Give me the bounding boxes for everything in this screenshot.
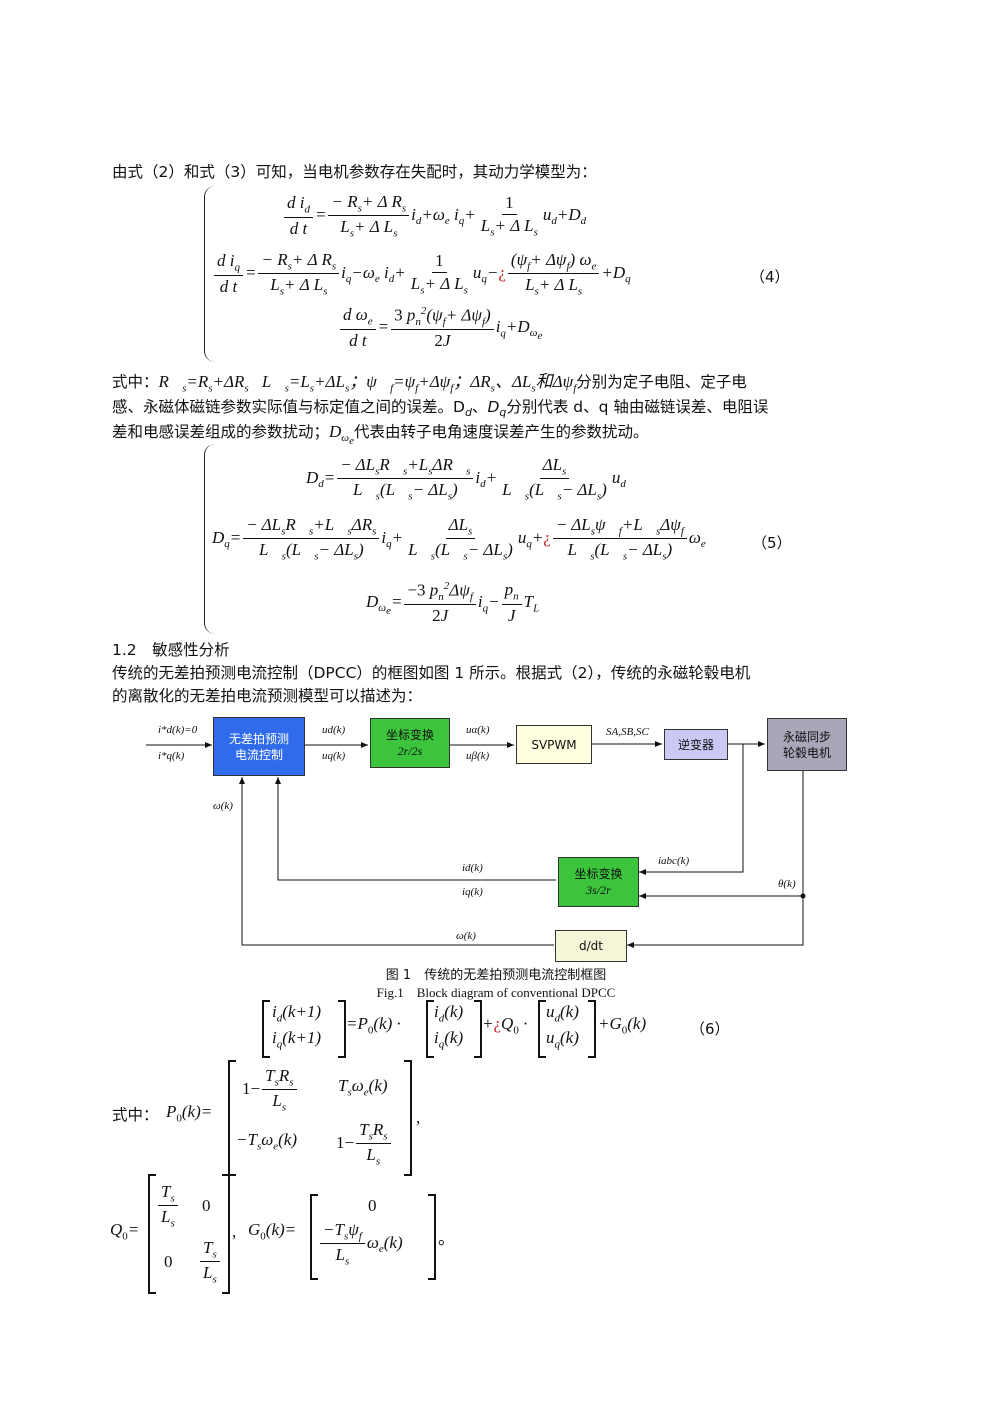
where-eq4-line2: 感、永磁体磁链参数实际值与标定值之间的误差。Dd、Dq分别代表 d、q 轴由磁链… (112, 398, 769, 420)
transform-3s2r-sub: 3s/2r (586, 883, 611, 897)
eq4-brace (204, 186, 215, 362)
motor-block: 永磁同步 轮毂电机 (767, 718, 847, 771)
intro-line: 由式（2）和式（3）可知，当电机参数存在失配时，其动力学模型为： (112, 163, 597, 181)
where-eq4-line1: 式中：R⃗s=Rs+ΔRs；L⃗s=Ls+ΔLs；ψ⃗f=ψf+Δψf；ΔRs、… (112, 372, 747, 395)
where-eq4-text3a: 差和电感误差组成的参数扰动； (112, 423, 330, 441)
transform-2r2s-sub: 2r/2s (397, 744, 423, 758)
label-omega-fb: ω(k) (456, 930, 476, 942)
section-heading: 1.2 敏感性分析 (112, 641, 230, 659)
label-uq: uq(k) (322, 750, 346, 762)
label-ud: ud(k) (322, 724, 346, 736)
label-id-ref: i*d(k)=0 (158, 724, 198, 736)
diff-block: d/dt (555, 930, 627, 962)
transform-2r2s-block: 坐标变换 2r/2s (370, 718, 450, 768)
where-eq4-line3: 差和电感误差组成的参数扰动；Dωe代表由转子电角速度误差产生的参数扰动。 (112, 422, 649, 448)
label-ualpha: uα(k) (466, 724, 490, 736)
para-line2: 的离散化的无差拍电流预测模型可以描述为： (112, 687, 423, 705)
label-iabc: iabc(k) (658, 855, 690, 867)
where-eq6-label: 式中： (112, 1106, 159, 1124)
label-iq-ref: i*q(k) (158, 750, 185, 762)
eq6-number: （6） (690, 1020, 730, 1038)
transform-2r2s-title: 坐标变换 (385, 728, 434, 742)
where-eq4-text1: 分别为定子电阻、定子电 (576, 373, 747, 391)
label-switch: SA,SB,SC (606, 726, 649, 738)
eq4-number: （4） (750, 268, 790, 286)
figure-1-lines (146, 741, 806, 948)
where-eq4-text3b: 代表由转子电角速度误差产生的参数扰动。 (353, 423, 649, 441)
para-line1: 传统的无差拍预测电流控制（DPCC）的框图如图 1 所示。根据式（2），传统的永… (112, 664, 751, 682)
where-eq4-text2: 感、永磁体磁链参数实际值与标定值之间的误差。D (112, 398, 465, 416)
transform-3s2r-title: 坐标变换 (574, 867, 623, 881)
eq5-number: （5） (752, 534, 792, 552)
where-label: 式中： (112, 373, 159, 391)
dpcc-block: 无差拍预测 电流控制 (213, 717, 305, 776)
label-ubeta: uβ(k) (466, 750, 490, 762)
figure-caption-cn: 图 1 传统的无差拍预测电流控制框图 (385, 968, 607, 983)
label-theta: θ(k) (778, 878, 796, 890)
inverter-block: 逆变器 (664, 729, 728, 760)
figure-caption-en: Fig.1 Block diagram of conventional DPCC (376, 985, 616, 1000)
svpwm-block: SVPWM (516, 725, 592, 764)
eq5-brace (204, 444, 215, 634)
label-id-fb: id(k) (462, 862, 483, 874)
label-omega-in: ω(k) (213, 800, 233, 812)
label-iq-fb: iq(k) (462, 886, 483, 898)
transform-3s2r-block: 坐标变换 3s/2r (558, 857, 639, 907)
where-eq4-text2b: 分别代表 d、q 轴由磁链误差、电阻误 (506, 398, 769, 416)
